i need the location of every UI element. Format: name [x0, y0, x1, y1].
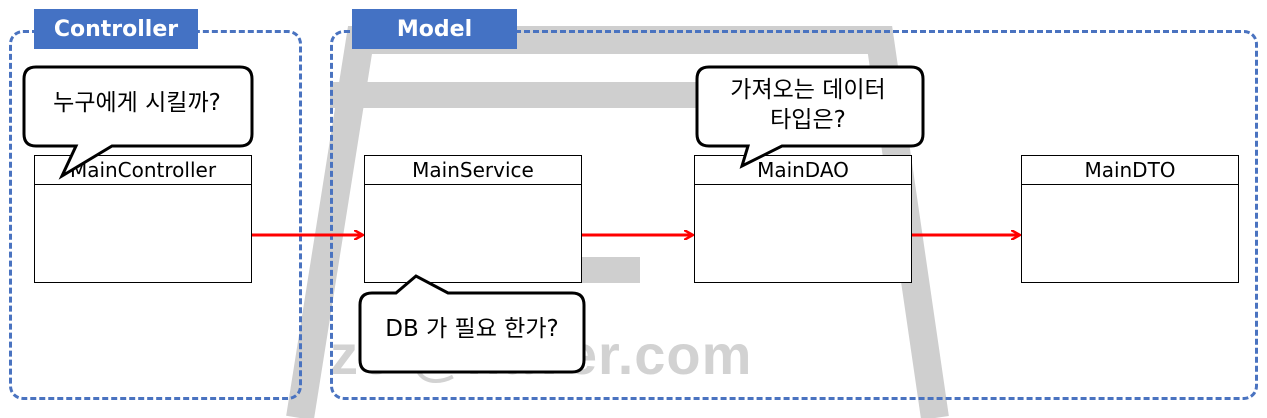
main-service-name: MainService: [365, 156, 581, 185]
main-dto-name: MainDTO: [1022, 156, 1238, 185]
callout-who-text: 누구에게 시킬까?: [53, 90, 221, 116]
model-group-label: Model: [352, 9, 517, 49]
callout-db-text: DB 가 필요 한가?: [385, 316, 559, 342]
callout-type-line-2: 타입은?: [770, 107, 846, 133]
main-dao-box: MainDAO: [694, 155, 912, 283]
controller-group-label: Controller: [34, 9, 198, 49]
main-dto-box: MainDTO: [1021, 155, 1239, 283]
main-service-box: MainService: [364, 155, 582, 283]
callout-type-line-1: 가져오는 데이터: [730, 77, 886, 103]
main-controller-box: MainController: [34, 155, 252, 283]
main-dao-name: MainDAO: [695, 156, 911, 185]
main-controller-name: MainController: [35, 156, 251, 185]
callout-type-text: 가져오는 데이터 타입은?: [697, 75, 919, 135]
model-group: [330, 30, 1258, 400]
